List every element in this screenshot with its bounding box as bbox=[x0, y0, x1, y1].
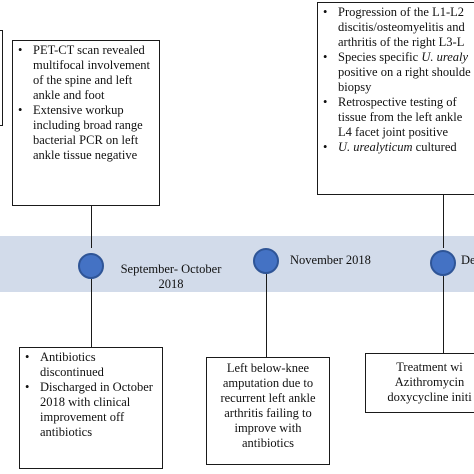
event-list: Progression of the L1-L2 discitis/osteom… bbox=[318, 5, 474, 155]
event-box-dec-bottom: Treatment wi Azithromycin doxycycline in… bbox=[365, 353, 474, 413]
connector-sep-oct-top bbox=[91, 205, 92, 248]
timeline-node-nov bbox=[253, 248, 279, 274]
event-item-text: cultured bbox=[412, 140, 457, 154]
connector-dec-bottom bbox=[443, 276, 444, 354]
event-item: Antibiotics discontinued bbox=[20, 350, 158, 380]
event-box-dec-top: Progression of the L1-L2 discitis/osteom… bbox=[317, 2, 474, 195]
date-line1: September- October bbox=[120, 262, 222, 276]
timeline-node-sep-oct bbox=[78, 253, 104, 279]
event-box-sep-oct-bottom: Antibiotics discontinued Discharged in O… bbox=[19, 347, 163, 469]
event-box-nov-bottom: Left below-knee amputation due to recurr… bbox=[206, 357, 330, 465]
event-item-text: Species specific bbox=[338, 50, 422, 64]
connector-nov-bottom bbox=[266, 270, 267, 358]
date-line1: November 2018 bbox=[290, 253, 371, 267]
connector-dec-top bbox=[443, 194, 444, 248]
event-item: Retrospective testing of tissue from the… bbox=[318, 95, 474, 140]
timeline-node-dec bbox=[430, 250, 456, 276]
event-item: Species specific U. urealy positive on a… bbox=[318, 50, 474, 95]
event-list: PET-CT scan revealed multifocal involvem… bbox=[13, 43, 155, 163]
event-item: Progression of the L1-L2 discitis/osteom… bbox=[318, 5, 474, 50]
event-item: Discharged in October 2018 with clinical… bbox=[20, 380, 158, 440]
event-box-sep-oct-top: PET-CT scan revealed multifocal involvem… bbox=[12, 40, 160, 206]
connector-sep-oct-bottom bbox=[91, 270, 92, 348]
event-item-text: Retrospective testing of tissue from the… bbox=[338, 95, 463, 139]
date-label-sep-oct: September- October 2018 bbox=[112, 262, 230, 292]
date-line1: De bbox=[461, 253, 474, 267]
organism-name: U. urealy bbox=[421, 50, 469, 64]
date-label-nov: November 2018 bbox=[290, 253, 371, 268]
timeline-band bbox=[0, 236, 474, 292]
event-list: Antibiotics discontinued Discharged in O… bbox=[20, 350, 158, 440]
event-item-text: Progression of the L1-L2 discitis/osteom… bbox=[338, 5, 465, 49]
event-item-text: positive on a right shoulde biopsy bbox=[338, 65, 471, 94]
event-text: Left below-knee amputation due to recurr… bbox=[220, 361, 316, 450]
event-item: Extensive workup including broad range b… bbox=[13, 103, 155, 163]
organism-name: U. urealyticum bbox=[338, 140, 413, 154]
event-item: PET-CT scan revealed multifocal involvem… bbox=[13, 43, 155, 103]
event-text: Treatment wi Azithromycin doxycycline in… bbox=[387, 360, 472, 404]
event-item: U. urealyticum cultured bbox=[318, 140, 474, 155]
date-line2: 2018 bbox=[158, 277, 184, 291]
cropped-left-box bbox=[0, 30, 3, 126]
date-label-dec: De bbox=[461, 253, 474, 268]
